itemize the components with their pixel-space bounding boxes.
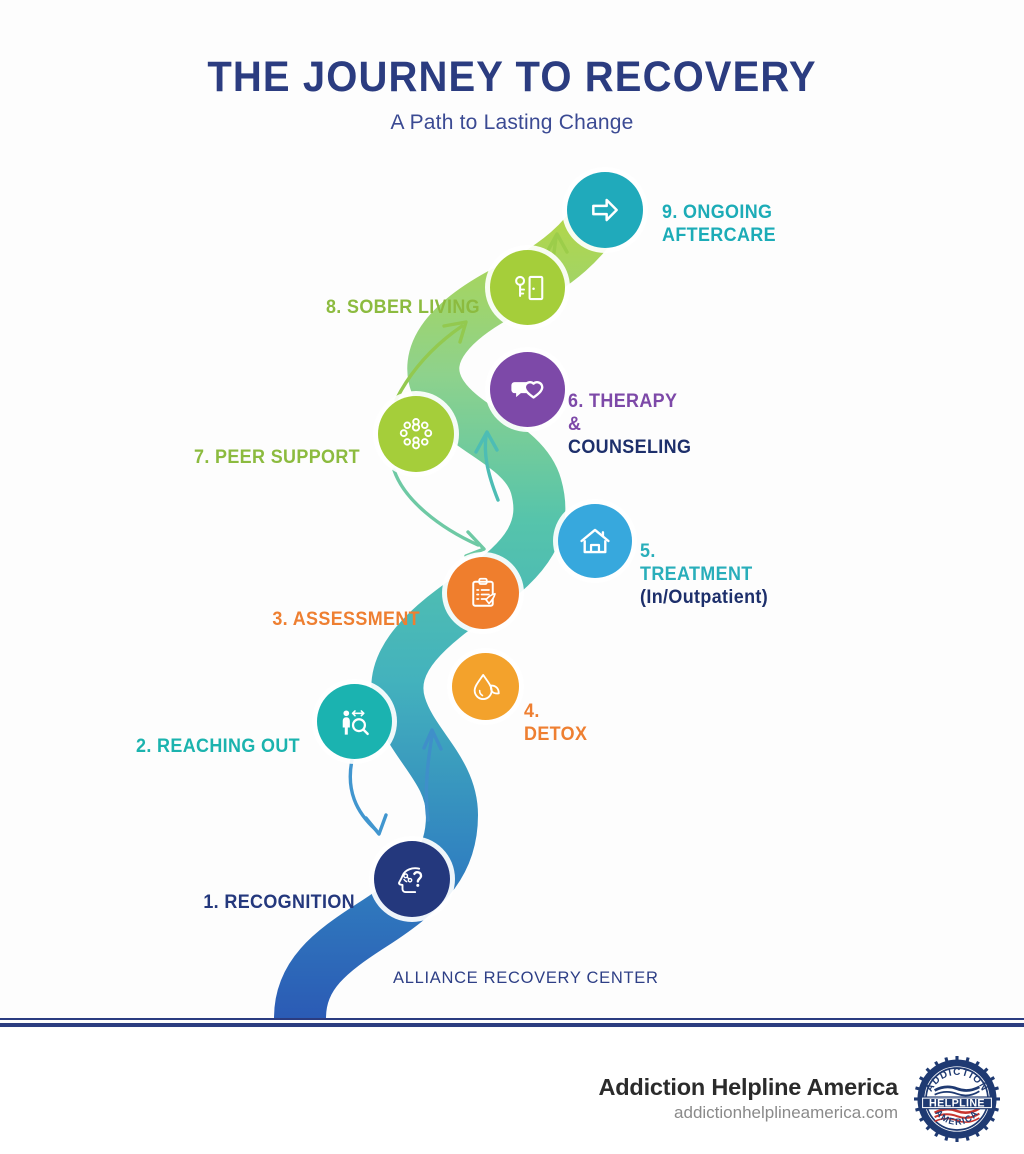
step-3-circle[interactable] bbox=[447, 557, 519, 629]
step-8-label-main: 8. SOBER LIVING bbox=[325, 296, 480, 318]
divider-thin bbox=[0, 1018, 1024, 1020]
badge-center-text: HELPLINE bbox=[929, 1097, 985, 1109]
footer-website-url[interactable]: addictionhelplineamerica.com bbox=[674, 1103, 898, 1123]
divider-thick bbox=[0, 1023, 1024, 1027]
key-door-icon bbox=[514, 275, 543, 300]
addiction-helpline-america-badge-logo: ADDICTION HELPLINE AMERICA bbox=[914, 1056, 1000, 1142]
badge-flag-waves bbox=[933, 1085, 981, 1123]
step-6-label-sub: COUNSELING bbox=[568, 436, 692, 458]
header: THE JOURNEY TO RECOVERY A Path to Lastin… bbox=[0, 56, 1024, 135]
step-1-label: 1. RECOGNITION bbox=[130, 868, 355, 914]
badge-center-band bbox=[920, 1096, 994, 1110]
step-1-circle[interactable] bbox=[374, 841, 450, 917]
house-icon bbox=[580, 528, 610, 554]
step-4-circle[interactable] bbox=[452, 653, 519, 720]
step-8-label: 8. SOBER LIVING bbox=[204, 273, 480, 319]
step-4-label-main: 4. DETOX bbox=[524, 700, 588, 745]
connector-arrow-4-5 bbox=[474, 430, 500, 502]
page-subtitle: A Path to Lasting Change bbox=[390, 111, 634, 134]
step-6-label-main: 6. THERAPY & bbox=[568, 390, 678, 435]
step-5-label-main: 5. TREATMENT bbox=[640, 540, 753, 585]
step-7-label: 7. PEER SUPPORT bbox=[139, 423, 360, 469]
step-2-circle[interactable] bbox=[317, 684, 392, 759]
step-5-circle[interactable] bbox=[558, 504, 632, 578]
water-drop-leaf-icon bbox=[473, 673, 500, 700]
step-3-label: 3. ASSESSMENT bbox=[199, 585, 420, 631]
step-5-label: 5. TREATMENT (In/Outpatient) bbox=[640, 517, 768, 632]
step-6-circle[interactable] bbox=[490, 352, 565, 427]
step-7-circle[interactable] bbox=[378, 396, 454, 472]
step-9-label: 9. ONGOING AFTERCARE bbox=[662, 178, 776, 270]
person-search-icon bbox=[342, 709, 369, 735]
footer: Addiction Helpline America addictionhelp… bbox=[0, 1028, 1024, 1154]
step-1-label-main: 1. RECOGNITION bbox=[203, 891, 355, 913]
step-3-label-main: 3. ASSESSMENT bbox=[272, 608, 420, 630]
step-2-label: 2. REACHING OUT bbox=[79, 712, 300, 758]
footer-text-block: Addiction Helpline America addictionhelp… bbox=[599, 1074, 899, 1125]
step-5-label-sub: (In/Outpatient) bbox=[640, 586, 769, 608]
speech-heart-icon bbox=[510, 380, 543, 399]
connector-arrow-1-2 bbox=[422, 728, 443, 822]
clipboard-pen-icon bbox=[472, 577, 496, 607]
step-9-label-sub: AFTERCARE bbox=[662, 224, 776, 246]
step-9-label-main: 9. ONGOING bbox=[662, 201, 773, 223]
step-9-circle[interactable] bbox=[567, 172, 643, 248]
step-4-label: 4. DETOX bbox=[524, 677, 587, 746]
path-brand-caption: ALLIANCE RECOVERY CENTER bbox=[393, 969, 659, 987]
footer-brand-name: Addiction Helpline America bbox=[598, 1073, 899, 1100]
head-question-icon bbox=[398, 867, 423, 894]
connector-arrow-2-3 bbox=[348, 758, 388, 836]
arrow-right-icon bbox=[592, 198, 618, 222]
page-title: THE JOURNEY TO RECOVERY bbox=[207, 53, 817, 101]
step-2-label-main: 2. REACHING OUT bbox=[135, 735, 300, 757]
people-circle-icon bbox=[399, 417, 433, 450]
connector-arrow-6-7 bbox=[392, 468, 486, 558]
connector-arrow-7-8 bbox=[394, 320, 468, 402]
step-7-label-main: 7. PEER SUPPORT bbox=[193, 446, 360, 468]
step-8-circle[interactable] bbox=[490, 250, 565, 325]
step-6-label: 6. THERAPY & COUNSELING bbox=[568, 367, 691, 482]
